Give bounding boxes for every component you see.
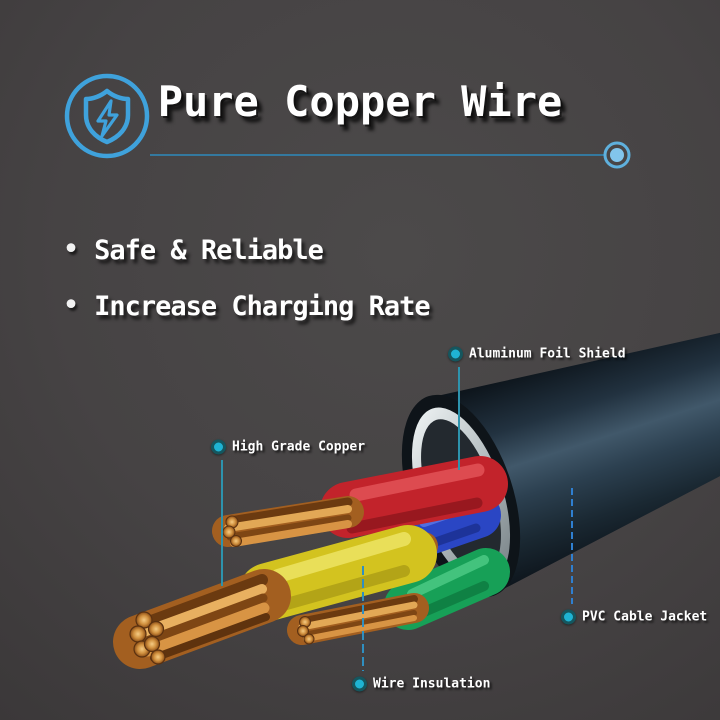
feature-item-safe: • Safe & Reliable — [62, 222, 430, 278]
teal-dot-icon — [561, 609, 576, 625]
copper-strands-main — [113, 569, 291, 669]
feature-item-charging: • Increase Charging Rate — [62, 278, 431, 334]
feature-text: Increase Charging Rate — [94, 290, 431, 322]
shield-lightning-icon — [64, 73, 150, 159]
bullet-icon: • — [62, 232, 81, 267]
page-title: Pure Copper Wire — [157, 77, 563, 126]
lightning-bolt — [96, 99, 119, 138]
callout-high-grade-copper: High Grade Copper — [211, 439, 366, 455]
wire-red — [320, 456, 508, 538]
callout-label: PVC Cable Jacket — [582, 609, 708, 625]
callout-pvc-cable-jacket: PVC Cable Jacket — [561, 609, 708, 625]
teal-dot-icon — [352, 676, 367, 692]
teal-dot-icon — [211, 439, 226, 455]
teal-dot-icon — [448, 346, 463, 362]
feature-list: • Safe & Reliable • Increase Charging Ra… — [62, 222, 431, 334]
callout-label: Aluminum Foil Shield — [469, 346, 626, 362]
copper-strands-red — [212, 496, 364, 547]
callout-aluminum-foil-shield: Aluminum Foil Shield — [448, 346, 626, 362]
feature-text: Safe & Reliable — [94, 234, 324, 266]
shield-outline — [83, 88, 131, 145]
bullet-icon: • — [62, 288, 81, 323]
ring-dot-center — [610, 148, 624, 162]
copper-strands-green — [287, 593, 429, 645]
callout-label: High Grade Copper — [232, 439, 366, 455]
callout-wire-insulation: Wire Insulation — [352, 676, 491, 692]
ring-dot-icon — [603, 141, 631, 169]
callout-label: Wire Insulation — [373, 676, 491, 692]
